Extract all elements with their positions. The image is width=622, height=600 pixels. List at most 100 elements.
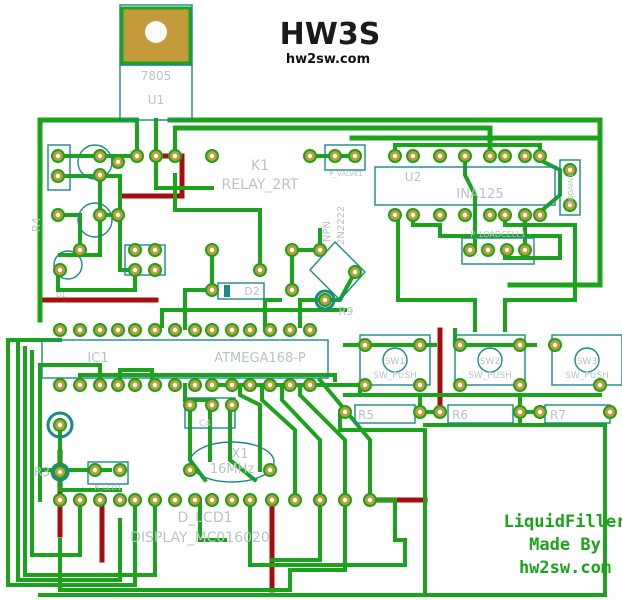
valve-connector-outline <box>324 144 366 171</box>
pad-drill-hole <box>209 247 215 253</box>
pad-drill-hole <box>192 497 198 503</box>
pad-drill-hole <box>597 382 603 388</box>
pad-drill-hole <box>229 402 235 408</box>
pad-drill-hole <box>117 467 123 473</box>
pad-drill-hole <box>502 212 508 218</box>
crystal-outline <box>189 441 275 483</box>
ina125-part-label: INA125 <box>456 187 503 202</box>
pad-drill-hole <box>437 409 443 415</box>
pad-drill-hole <box>97 172 103 178</box>
pad-drill-hole <box>607 409 613 415</box>
pad-drill-hole <box>97 212 103 218</box>
loadcell-connector-label: P_LOADCELL1 <box>470 230 525 239</box>
c4-outline <box>184 397 236 429</box>
pad-drill-hole <box>342 497 348 503</box>
pad-drill-hole <box>462 153 468 159</box>
logo-mark: HW3S <box>280 17 381 52</box>
sw1-part-label: SW_PUSH <box>373 371 417 381</box>
sw1-button[interactable] <box>382 347 408 373</box>
r9-label: R9 <box>339 305 354 318</box>
pad-drill-hole <box>97 382 103 388</box>
pad-drill-hole <box>462 212 468 218</box>
sw1-outline <box>359 334 431 386</box>
pad-drill-hole <box>502 153 508 159</box>
ina125-ref-label: U2 <box>405 170 421 184</box>
pad-drill-hole <box>567 202 573 208</box>
pad-drill-hole <box>152 267 158 273</box>
pad-drill-hole <box>152 382 158 388</box>
pad-drill-hole <box>132 267 138 273</box>
pad-drill-hole <box>247 382 253 388</box>
pad-drill-hole <box>132 327 138 333</box>
pad-drill-hole <box>57 327 63 333</box>
pad-drill-hole <box>487 153 493 159</box>
credit-line-3: hw2sw.com <box>519 558 611 578</box>
pad-drill-hole <box>57 422 63 428</box>
credit-line-2: Made By <box>529 535 601 555</box>
pad-drill-hole <box>342 409 348 415</box>
pad-drill-hole <box>537 212 543 218</box>
pad-drill-hole <box>567 167 573 173</box>
pad-drill-hole <box>209 153 215 159</box>
pad-drill-hole <box>467 247 473 253</box>
r5-label: R5 <box>358 408 374 422</box>
sw3-part-label: SW_PUSH <box>565 371 609 381</box>
pad-drill-hole <box>352 269 358 275</box>
pad-drill-hole <box>362 342 368 348</box>
pad-drill-hole <box>307 153 313 159</box>
pad-drill-hole <box>537 409 543 415</box>
pad-drill-hole <box>77 382 83 388</box>
pad-drill-hole <box>257 267 263 273</box>
sw2-button[interactable] <box>477 347 503 373</box>
led-d1-outline <box>53 250 83 280</box>
pad-drill-hole <box>209 327 215 333</box>
pad-drill-hole <box>57 469 63 475</box>
pad-drill-hole <box>367 497 373 503</box>
pad-drill-hole <box>57 267 63 273</box>
pad-drill-hole <box>287 382 293 388</box>
mcu-part-label: ATMEGA168-P <box>214 351 306 366</box>
pad-drill-hole <box>292 497 298 503</box>
logo-site: hw2sw.com <box>286 52 370 67</box>
silkscreen-labels: 7805 U1 K1 RELAY_2RT P_VALVE1 U2 INA125 … <box>30 69 609 546</box>
credit-line-1: LiquidFiller <box>504 512 622 532</box>
pad-drill-hole <box>247 497 253 503</box>
pad-drill-hole <box>192 382 198 388</box>
sw3-ref-label: SW3 <box>577 357 597 367</box>
pad-drill-hole <box>537 153 543 159</box>
diode-label: D2 <box>244 285 259 298</box>
pad-drill-hole <box>97 327 103 333</box>
pad-drill-hole <box>152 497 158 503</box>
logo: HW3S hw2sw.com <box>280 17 381 67</box>
pad-drill-hole <box>77 497 83 503</box>
pad-drill-hole <box>317 497 323 503</box>
r4-label: R4 <box>30 217 43 232</box>
pad-drill-hole <box>172 497 178 503</box>
pad-drill-hole <box>267 467 273 473</box>
transistor-part-label: 2N2222 <box>336 206 347 245</box>
pad-drill-hole <box>55 153 61 159</box>
pad-drill-hole <box>457 382 463 388</box>
sw3-button[interactable] <box>574 347 600 373</box>
pad-drill-hole <box>289 287 295 293</box>
relay-ref-label: K1 <box>251 158 269 174</box>
regulator-part-label: 7805 <box>141 69 172 83</box>
pad-drill-hole <box>522 247 528 253</box>
pad-drill-hole <box>229 382 235 388</box>
r6-outline <box>447 404 514 424</box>
r3-label: R3 <box>34 465 50 479</box>
pad-drill-hole <box>55 173 61 179</box>
pad-drill-hole <box>417 409 423 415</box>
pad-drill-hole <box>134 153 140 159</box>
r9-ring <box>314 289 336 311</box>
pad-drill-hole <box>392 212 398 218</box>
resistor-block-outline <box>124 244 166 276</box>
pad-drill-hole <box>437 153 443 159</box>
pad-drill-hole <box>77 247 83 253</box>
pad-drill-hole <box>287 327 293 333</box>
header-left-outline <box>47 144 71 191</box>
regulator-mount-hole <box>145 21 167 43</box>
valve-connector-label: P_VALVE1 <box>329 170 363 178</box>
pad-drill-hole <box>115 212 121 218</box>
pad-drill-hole <box>187 402 193 408</box>
